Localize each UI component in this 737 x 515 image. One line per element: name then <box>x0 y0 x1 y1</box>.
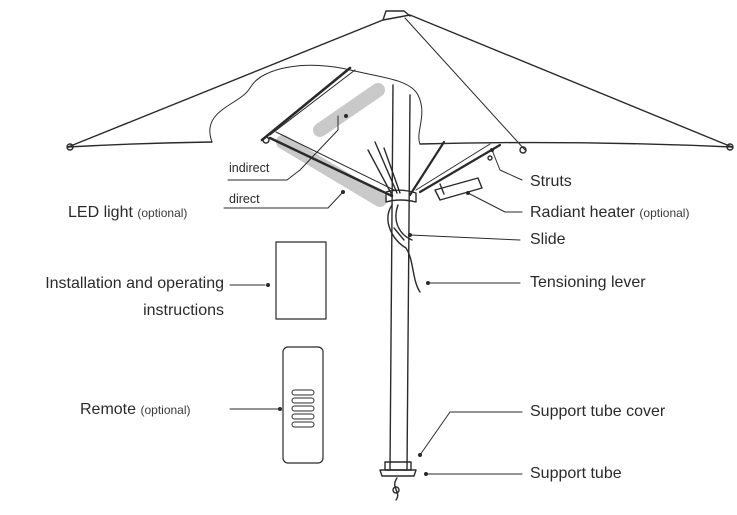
struts-icon <box>367 140 502 197</box>
slide-label: Slide <box>530 231 566 248</box>
direct-label: direct <box>229 192 260 206</box>
led-light-text: LED light <box>68 204 133 221</box>
remote-note: (optional) <box>140 403 191 417</box>
indirect-label: indirect <box>229 161 270 175</box>
tensioning-lever-label: Tensioning lever <box>530 274 646 291</box>
remote-text: Remote <box>80 401 137 418</box>
radiant-heater-note: (optional) <box>639 206 690 220</box>
umbrella-canopy-icon <box>66 10 734 154</box>
radiant-heater-icon <box>434 177 483 201</box>
remote-label: Remote (optional) <box>80 402 191 418</box>
radiant-heater-label: Radiant heater (optional) <box>530 205 689 221</box>
support-tube-cover-label: Support tube cover <box>530 403 666 420</box>
manual-booklet-icon <box>275 241 327 320</box>
struts-label: Struts <box>530 173 572 190</box>
remote-control-icon <box>282 346 324 464</box>
led-light-label: LED light (optional) <box>68 205 187 221</box>
installation-label-line1: Installation and operating <box>45 275 224 292</box>
support-tube-label: Support tube <box>530 465 622 482</box>
umbrella-pole-icon <box>379 84 421 501</box>
led-light-note: (optional) <box>137 206 188 220</box>
radiant-heater-text: Radiant heater <box>530 204 635 221</box>
installation-label-line2: instructions <box>143 302 224 319</box>
